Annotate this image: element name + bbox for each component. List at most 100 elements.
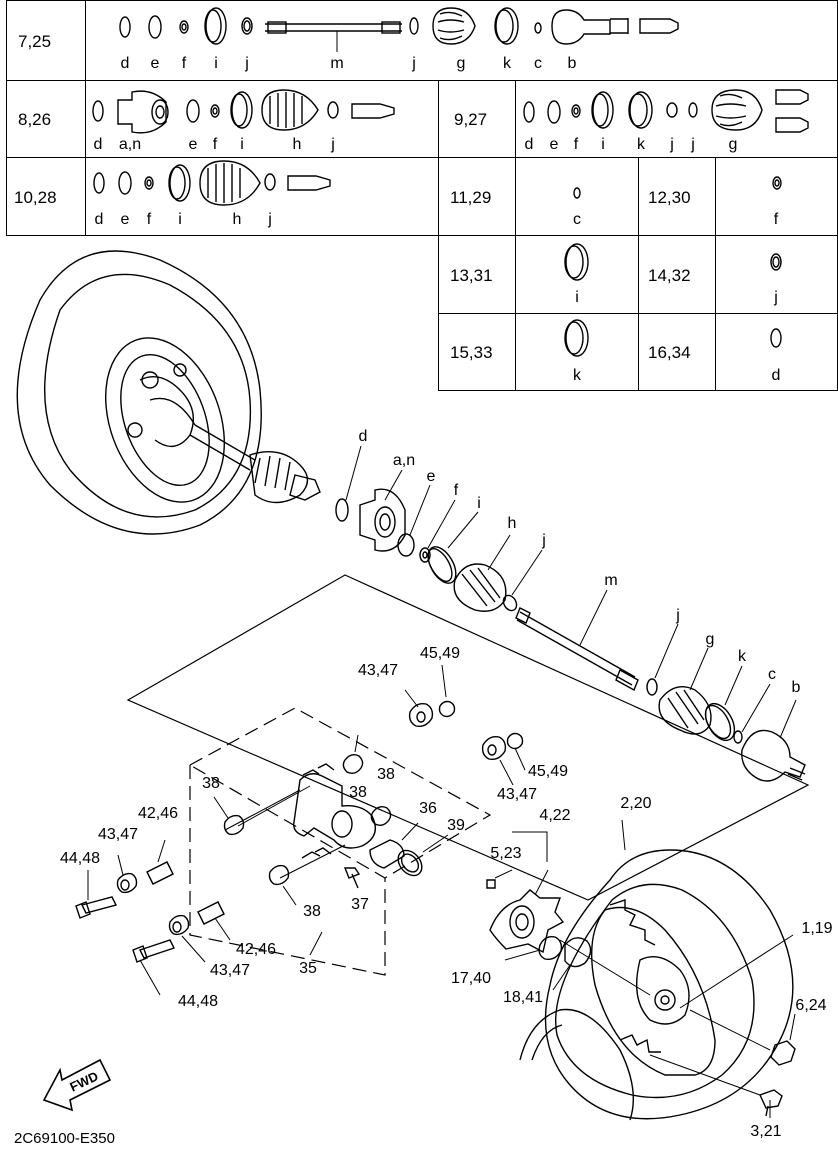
row-9-27-label-e: e — [549, 136, 559, 153]
row-9-27-label-g: g — [728, 136, 738, 153]
row-8-26-label-an: a,n — [118, 136, 142, 153]
hub-and-lower-wheel — [486, 819, 796, 1121]
row-13-31-key: 13,31 — [450, 266, 493, 285]
rear-wheel-upper — [16, 250, 262, 535]
row-13-31-parts-cell — [515, 235, 639, 314]
row-9-27-label-j: j — [670, 136, 674, 153]
row-7-25-label-k: k — [503, 55, 511, 72]
callout-an: a,n — [392, 452, 416, 469]
callout-j2: j — [676, 607, 680, 624]
row-7-25-label-b: b — [567, 55, 577, 72]
callout-43-47-d: 43,47 — [209, 962, 251, 979]
row-8-26-key: 8,26 — [18, 110, 52, 129]
callout-36: 36 — [419, 800, 437, 817]
row-16-34-key: 16,34 — [648, 343, 691, 362]
row-7-25-label-j2: j — [412, 55, 416, 72]
callout-k: k — [738, 648, 746, 665]
row-7-25-label-d: d — [120, 55, 130, 72]
row-7-25-label-c: c — [534, 55, 542, 72]
row-11-29-parts-cell — [515, 157, 639, 236]
diagram-code: 2C69100-E350 — [14, 1130, 115, 1147]
row-10-28-label-j: j — [268, 211, 272, 228]
callout-i: i — [477, 495, 481, 512]
callout-44-48-a: 44,48 — [59, 850, 101, 867]
callout-42-46-a: 42,46 — [137, 805, 179, 822]
callout-43-47-a: 43,47 — [357, 662, 399, 679]
assembly-outline — [126, 574, 810, 901]
row-8-26-label-f: f — [212, 136, 218, 153]
row-7-25-label-f: f — [181, 55, 187, 72]
callout-1-19: 1,19 — [801, 920, 833, 937]
row-7-25-label-g: g — [456, 55, 466, 72]
row-9-27-label-d: d — [524, 136, 534, 153]
row-12-30-parts-cell — [715, 157, 838, 236]
row-14-32-key: 14,32 — [648, 266, 691, 285]
callout-43-47-c: 43,47 — [97, 826, 139, 843]
callout-3-21: 3,21 — [750, 1123, 782, 1140]
row-7-25-label-m: m — [330, 55, 344, 72]
row-10-28-key: 10,28 — [14, 188, 57, 207]
row-14-32-parts-cell — [715, 235, 838, 314]
callout-18-41: 18,41 — [502, 989, 544, 1006]
row-7-25-key: 7,25 — [18, 32, 52, 51]
callout-37: 37 — [351, 896, 369, 913]
callout-h: h — [507, 515, 517, 532]
callout-38-b: 38 — [349, 784, 367, 801]
row-7-25-label-i: i — [214, 55, 218, 72]
callout-38-a: 38 — [202, 775, 220, 792]
callout-44-48-b: 44,48 — [177, 993, 219, 1010]
swing-arm-assembly — [75, 664, 526, 996]
table-part-icons — [92, 7, 809, 357]
row-10-28-label-e: e — [120, 211, 130, 228]
row-7-25-label-j: j — [245, 55, 249, 72]
callout-e: e — [426, 468, 436, 485]
row-7-25-key-cell — [6, 0, 86, 81]
callout-2-20: 2,20 — [620, 795, 652, 812]
row-8-26-label-j: j — [331, 136, 335, 153]
callout-5-23: 5,23 — [490, 845, 522, 862]
row-10-28-parts-cell — [85, 157, 439, 236]
drive-shaft-upper — [189, 424, 321, 504]
row-15-33-key: 15,33 — [450, 343, 493, 362]
callout-m: m — [604, 572, 618, 589]
callout-6-24: 6,24 — [795, 997, 827, 1014]
row-8-26-label-h: h — [292, 136, 302, 153]
row-8-26-label-e: e — [188, 136, 198, 153]
row-15-33-key-cell — [438, 313, 516, 391]
callout-g: g — [705, 631, 715, 648]
row-13-31-label-i: i — [575, 289, 579, 306]
callout-j1: j — [542, 532, 546, 549]
row-14-32-key-cell — [638, 235, 716, 314]
row-9-27-label-k: k — [637, 136, 645, 153]
exploded-cv-parts — [335, 445, 806, 782]
callout-42-46-b: 42,46 — [235, 941, 277, 958]
callout-4-22: 4,22 — [539, 807, 571, 824]
row-10-28-label-h: h — [232, 211, 242, 228]
row-9-27-label-j2: j — [691, 136, 695, 153]
row-15-33-parts-cell — [515, 313, 639, 391]
callout-d: d — [358, 428, 368, 445]
row-15-33-label-k: k — [573, 367, 581, 384]
row-8-26-label-d: d — [93, 136, 103, 153]
row-8-26-label-i: i — [240, 136, 244, 153]
row-9-27-label-i: i — [601, 136, 605, 153]
callout-38-d: 38 — [303, 903, 321, 920]
fwd-arrow-icon — [42, 1058, 112, 1112]
callout-35: 35 — [299, 960, 317, 977]
row-10-28-key-cell — [6, 157, 86, 236]
row-13-31-key-cell — [438, 235, 516, 314]
row-9-27-key: 9,27 — [454, 110, 488, 129]
callout-43-47-b: 43,47 — [496, 786, 538, 803]
row-12-30-label-f: f — [773, 211, 779, 228]
row-9-27-label-f: f — [573, 136, 579, 153]
callout-45-49-b: 45,49 — [527, 763, 569, 780]
row-16-34-key-cell — [638, 313, 716, 391]
row-14-32-label-j: j — [774, 289, 778, 306]
row-16-34-label-d: d — [771, 367, 781, 384]
row-10-28-label-f: f — [146, 211, 152, 228]
row-11-29-label-c: c — [573, 211, 581, 228]
callout-c: c — [768, 666, 776, 683]
callout-f: f — [453, 482, 459, 499]
callout-b: b — [791, 679, 801, 696]
